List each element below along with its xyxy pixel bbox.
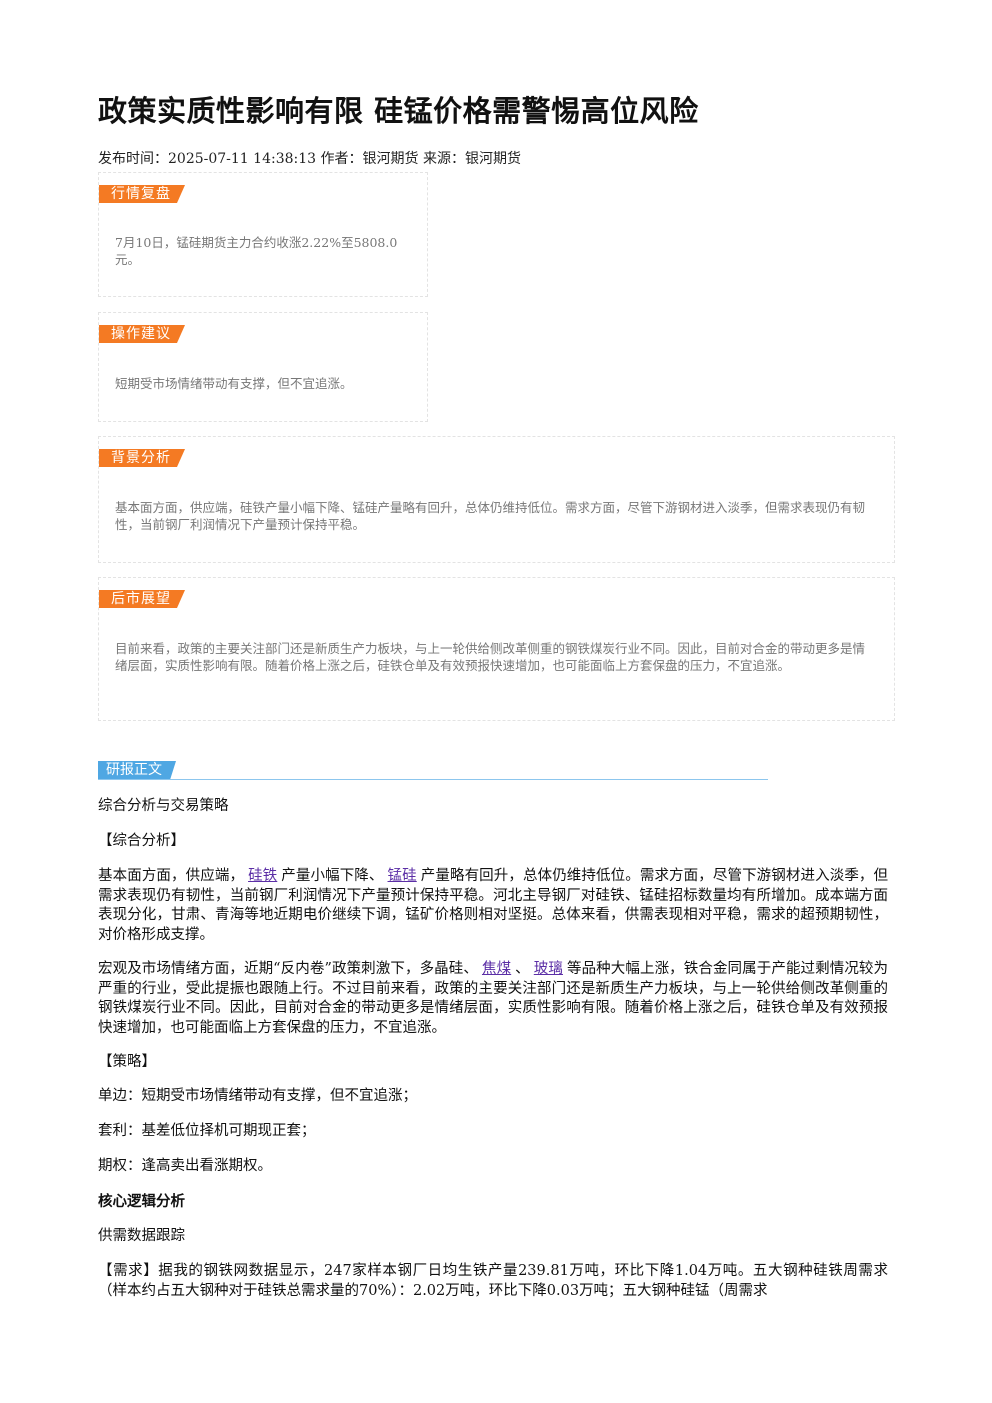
text-run: 基本面方面，供应端， [98,868,245,884]
section-strategy: 【策略】 [98,1054,156,1070]
paragraph-fundamentals: 基本面方面，供应端，硅铁产量小幅下降、锰硅产量略有回升，总体仍维持低位。需求方面… [98,867,888,945]
heading-logic: 核心逻辑分析 [98,1193,185,1210]
section-analysis: 【综合分析】 [98,833,185,849]
card-outlook-text: 目前来看，政策的主要关注部门还是新质生产力板块，与上一轮供给侧改革侧重的钢铁煤炭… [115,641,866,673]
text-run: 产量略有回升，总体仍维持低位。需求方面，尽管下游钢材进入淡季，但需求表现仍有韧性… [98,868,889,943]
link-ferrosilicon[interactable]: 硅铁 [248,868,278,884]
paragraph-macro: 宏观及市场情绪方面，近期“反内卷”政策刺激下，多晶硅、焦煤、玻璃等品种大幅上涨，… [98,960,888,1038]
report-body-label: 研报正文 [98,761,176,780]
strategy-arbitrage: 套利：基差低位择机可期现正套； [98,1123,316,1139]
paragraph-demand: 【需求】据我的钢铁网数据显示，247家样本钢厂日均生铁产量239.81万吨，环比… [98,1263,888,1299]
text-run: 宏观及市场情绪方面，近期“反内卷”政策刺激下，多晶硅、 [98,961,478,977]
text-run: 、 [515,961,530,977]
strategy-single-side: 单边：短期受市场情绪带动有支撑，但不宜追涨； [98,1088,417,1104]
strategy-options: 期权：逢高卖出看涨期权。 [98,1158,272,1174]
text-run: 等品种大幅上涨，铁合金同属于产能过剩情况较为严重的行业，受此提振也跟随上行。不过… [98,961,889,1036]
link-coking-coal[interactable]: 焦煤 [481,961,512,977]
card-background-text: 基本面方面，供应端，硅铁产量小幅下降、锰硅产量略有回升，总体仍维持低位。需求方面… [115,500,866,532]
card-outlook: 后市展望 目前来看，政策的主要关注部门还是新质生产力板块，与上一轮供给侧改革侧重… [98,577,895,721]
article-title: 政策实质性影响有限 硅锰价格需警惕高位风险 [98,94,699,128]
card-market-review-label: 行情复盘 [99,185,185,203]
card-operation-label: 操作建议 [99,325,185,343]
card-outlook-label: 后市展望 [99,590,185,608]
card-market-review-text: 7月10日，锰硅期货主力合约收涨2.22%至5808.0元。 [115,235,398,267]
supply-demand-tracking: 供需数据跟踪 [98,1228,185,1244]
article-meta: 发布时间：2025-07-11 14:38:13 作者：银河期货 来源：银河期货 [98,151,521,167]
card-market-review: 行情复盘 7月10日，锰硅期货主力合约收涨2.22%至5808.0元。 [98,172,428,297]
card-background-label: 背景分析 [99,449,185,467]
card-operation: 操作建议 短期受市场情绪带动有支撑，但不宜追涨。 [98,312,428,422]
heading-strategy: 综合分析与交易策略 [98,798,229,814]
card-background: 背景分析 基本面方面，供应端，硅铁产量小幅下降、锰硅产量略有回升，总体仍维持低位… [98,436,895,563]
link-glass[interactable]: 玻璃 [533,961,563,977]
text-run: 产量小幅下降、 [281,868,384,884]
report-divider [98,779,768,780]
link-silicomanganese[interactable]: 锰硅 [387,868,417,884]
card-operation-text: 短期受市场情绪带动有支撑，但不宜追涨。 [115,376,353,391]
